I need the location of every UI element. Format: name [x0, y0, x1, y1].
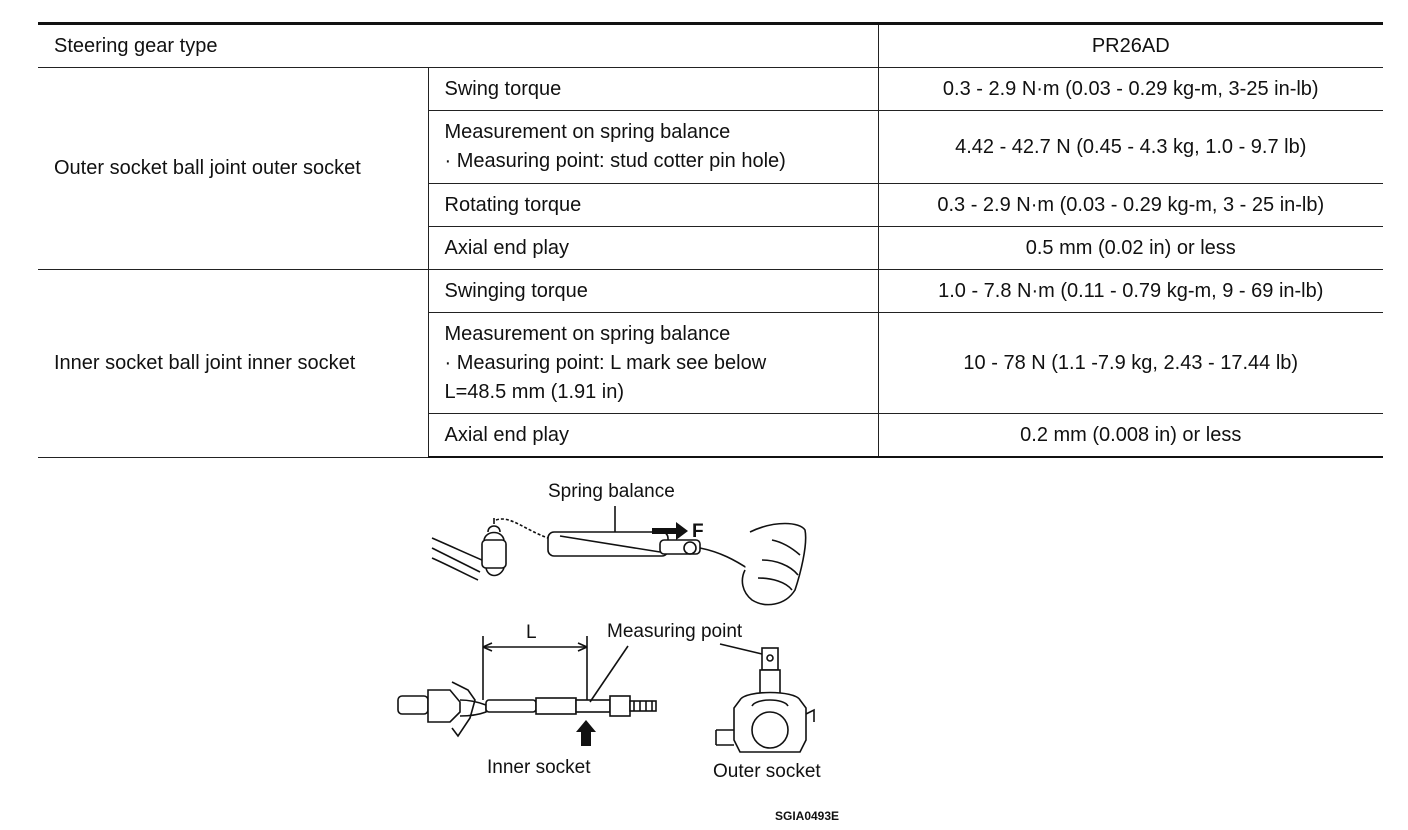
row-value: 1.0 - 7.8 N·m (0.11 - 0.79 kg-m, 9 - 69 … [877, 269, 1383, 313]
table-row: Axial end play 0.5 mm (0.02 in) or less [38, 226, 1383, 270]
length-label: L [526, 622, 537, 643]
table-header-row: Steering gear type PR26AD [38, 22, 1383, 68]
inner-socket-label: Inner socket [487, 757, 591, 778]
row-value: 0.3 - 2.9 N·m (0.03 - 0.29 kg-m, 3-25 in… [877, 67, 1383, 111]
header-label: Steering gear type [38, 22, 878, 68]
table-row: Rotating torque 0.3 - 2.9 N·m (0.03 - 0.… [38, 183, 1383, 227]
row-item: Rotating torque [427, 183, 878, 227]
table-row: Measurement on spring balance · Measurin… [38, 312, 1383, 414]
row-value: 0.5 mm (0.02 in) or less [877, 226, 1383, 270]
header-value: PR26AD [877, 22, 1383, 68]
inner-socket-group-label: Inner socket ball joint inner socket [38, 269, 428, 458]
figure-code: SGIA0493E [775, 809, 840, 823]
table-row: Inner socket ball joint inner socket Swi… [38, 269, 1383, 458]
row-item-line: · Measuring point: L mark see below [444, 351, 767, 374]
row-item-line: · Measuring point: stud cotter pin hole) [444, 150, 786, 172]
spring-balance-label: Spring balance [548, 481, 675, 502]
specification-table: Steering gear type PR26AD Outer socket b… [38, 22, 1383, 458]
force-label: F [692, 521, 704, 542]
row-item-line: L=48.5 mm (1.91 in) [444, 380, 625, 403]
row-item: Swing torque [427, 67, 878, 111]
table-row: Axial end play 0.2 mm (0.008 in) or less [38, 413, 1383, 458]
row-item: Swinging torque [427, 269, 878, 313]
row-item: Measurement on spring balance · Measurin… [427, 312, 878, 414]
row-item-line: Measurement on spring balance [444, 121, 731, 143]
row-item: Measurement on spring balance · Measurin… [427, 110, 878, 184]
table-row: Measurement on spring balance · Measurin… [38, 110, 1383, 184]
outer-socket-group-label: Outer socket ball joint outer socket [38, 67, 428, 270]
row-item-line: Measurement on spring balance [444, 322, 731, 345]
row-item: Axial end play [427, 413, 878, 458]
row-value: 4.42 - 42.7 N (0.45 - 4.3 kg, 1.0 - 9.7 … [877, 110, 1383, 184]
row-value: 0.2 mm (0.008 in) or less [877, 413, 1383, 458]
row-value: 0.3 - 2.9 N·m (0.03 - 0.29 kg-m, 3 - 25 … [877, 183, 1383, 227]
outer-socket-label: Outer socket [713, 761, 821, 782]
row-value: 10 - 78 N (1.1 -7.9 kg, 2.43 - 17.44 lb) [877, 312, 1383, 414]
measuring-point-label: Measuring point [607, 621, 743, 642]
table-row: Outer socket ball joint outer socket Swi… [38, 67, 1383, 270]
row-item: Axial end play [427, 226, 878, 270]
